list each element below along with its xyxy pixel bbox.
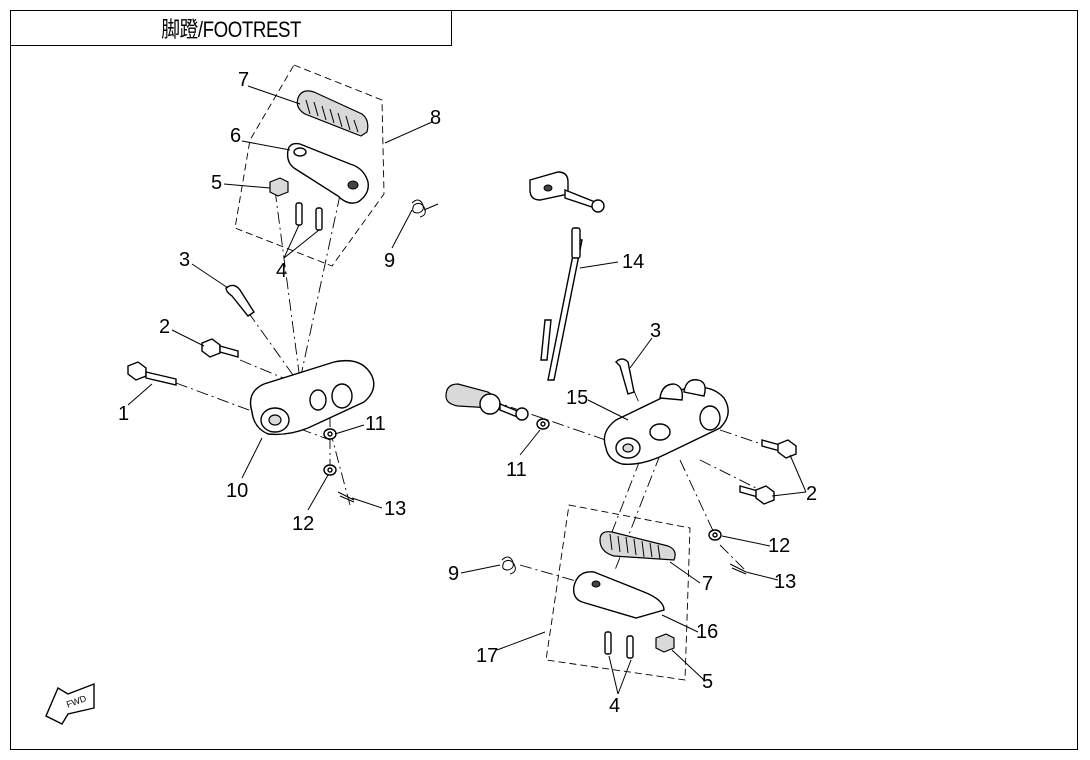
- callout-13-left: 13: [384, 498, 406, 520]
- nut-upper: [269, 177, 289, 197]
- lower-right-footpeg-group-box: [545, 504, 691, 681]
- callout-3-left: 3: [179, 249, 190, 271]
- callout-9-lower: 9: [448, 563, 459, 585]
- footrest-mount-left: [249, 359, 375, 436]
- callout-12-left: 12: [292, 513, 314, 535]
- drawing-frame: [10, 10, 1078, 750]
- callout-15: 15: [566, 387, 588, 409]
- callout-14: 14: [622, 251, 644, 273]
- callout-5-lower: 5: [702, 671, 713, 693]
- pin-3-right: [615, 358, 635, 395]
- callout-9-upper: 9: [384, 250, 395, 272]
- callout-2-right: 2: [806, 483, 817, 505]
- callout-16: 16: [696, 621, 718, 643]
- callout-3-right: 3: [650, 320, 661, 342]
- callout-11-left: 11: [365, 413, 386, 435]
- pins-lower: [604, 631, 634, 659]
- cotter-13-right: [729, 563, 747, 575]
- callout-17: 17: [476, 645, 498, 667]
- footpeg-bracket-lower: [572, 571, 665, 619]
- spring-upper: [411, 199, 439, 218]
- callout-7-upper: 7: [238, 69, 249, 91]
- washer-12-right: [708, 529, 722, 541]
- callout-5-upper: 5: [211, 172, 222, 194]
- upper-left-footpeg-group-box: [234, 64, 385, 267]
- bolt-1-left: [127, 361, 177, 386]
- spring-lower: [501, 556, 516, 575]
- title-box: 脚蹬/FOOTREST: [10, 10, 452, 46]
- pins-upper: [295, 202, 323, 231]
- nut-lower: [655, 633, 675, 653]
- callout-4-lower: 4: [609, 695, 620, 717]
- diagram-title: 脚蹬/FOOTREST: [161, 17, 301, 42]
- pin-3-left: [225, 284, 255, 317]
- bolt-2-left: [201, 338, 239, 358]
- footpeg-rubber-lower: [599, 531, 676, 561]
- footpeg-bracket-upper: [286, 142, 369, 204]
- washer-12-left: [323, 464, 337, 476]
- callout-7-lower: 7: [702, 573, 713, 595]
- callout-13-right: 13: [774, 571, 796, 593]
- footpeg-rubber-upper: [296, 90, 369, 137]
- callout-2-left: 2: [159, 316, 170, 338]
- bolt-2-right-lower: [739, 485, 775, 505]
- leader-lines: [127, 85, 807, 695]
- callout-6: 6: [230, 125, 241, 147]
- bolt-2-right-upper: [761, 439, 797, 459]
- callout-11-right: 11: [506, 459, 527, 481]
- callout-4-upper: 4: [276, 260, 287, 282]
- callout-1: 1: [118, 403, 129, 425]
- footrest-mount-right: [603, 379, 729, 465]
- cotter-13-left: [337, 491, 355, 503]
- shift-linkage: [445, 171, 605, 421]
- callout-8: 8: [430, 107, 441, 129]
- fwd-arrow-icon: FWD: [45, 682, 95, 725]
- callout-10: 10: [226, 480, 248, 502]
- washer-11-left: [323, 428, 337, 440]
- callout-12-right: 12: [768, 535, 790, 557]
- washer-11-right: [536, 418, 550, 430]
- callout-labels: 7 6 5 8 9 4 3 2 1 11 10 12 13 14 3 15 11…: [118, 69, 817, 717]
